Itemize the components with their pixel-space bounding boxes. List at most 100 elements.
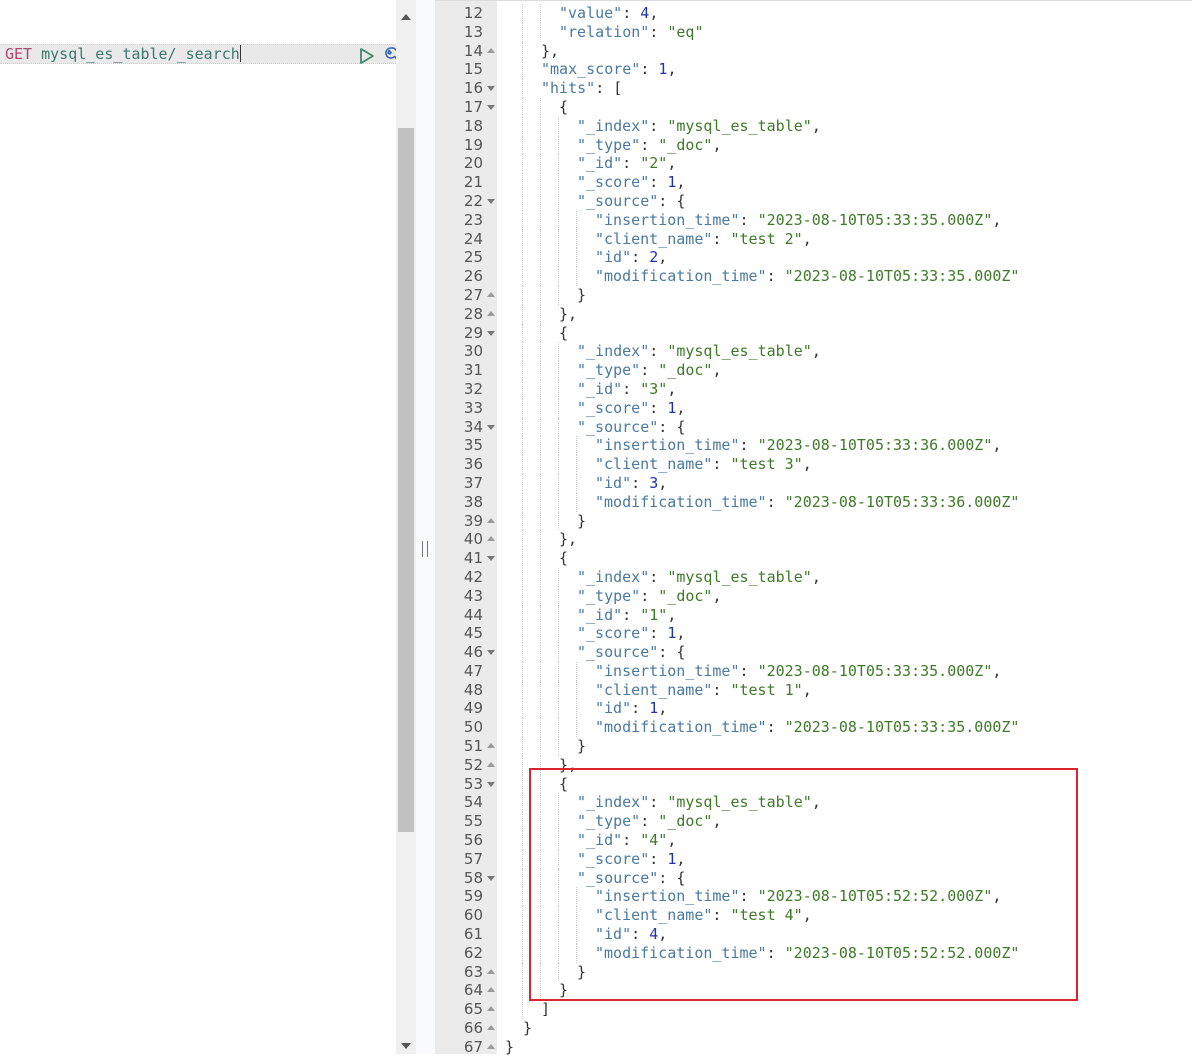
fold-expand-icon[interactable] bbox=[487, 310, 495, 316]
line-number: 67 bbox=[463, 1037, 483, 1056]
fold-collapse-icon[interactable] bbox=[487, 875, 495, 881]
json-punct: , bbox=[667, 379, 677, 398]
code-text: "_index": "mysql_es_table", bbox=[577, 568, 821, 587]
json-key: "client_name" bbox=[595, 680, 713, 699]
json-key: "_source" bbox=[577, 868, 659, 887]
code-text: } bbox=[559, 981, 568, 1000]
indent-guide bbox=[522, 605, 523, 625]
json-punct: : bbox=[739, 661, 758, 680]
indent-guide bbox=[558, 605, 559, 625]
indent-guide bbox=[522, 417, 523, 437]
scroll-up-arrow-icon[interactable] bbox=[401, 14, 411, 20]
scroll-down-arrow-icon[interactable] bbox=[401, 1043, 411, 1049]
json-string: "_doc" bbox=[658, 361, 713, 380]
line-number: 12 bbox=[463, 4, 483, 22]
indent-guide bbox=[540, 605, 541, 625]
json-key: "max_score" bbox=[541, 60, 641, 79]
code-text: "_type": "_doc", bbox=[577, 812, 722, 831]
response-viewer[interactable]: 12"value": 4,13"relation": "eq"14},15"ma… bbox=[435, 0, 1192, 1057]
json-punct: : bbox=[766, 267, 785, 286]
json-punct: : bbox=[649, 398, 668, 417]
json-punct: : bbox=[649, 22, 668, 41]
json-punct: , bbox=[667, 60, 677, 79]
fold-expand-icon[interactable] bbox=[487, 968, 495, 974]
indent-guide bbox=[522, 812, 523, 832]
fold-collapse-icon[interactable] bbox=[487, 556, 495, 562]
fold-collapse-icon[interactable] bbox=[487, 330, 495, 336]
indent-guide bbox=[540, 793, 541, 813]
indent-guide bbox=[558, 887, 559, 907]
code-text: "_id": "2", bbox=[577, 154, 676, 173]
fold-collapse-icon[interactable] bbox=[487, 424, 495, 430]
fold-expand-icon[interactable] bbox=[487, 47, 495, 53]
code-text: { bbox=[559, 775, 568, 794]
line-number: 42 bbox=[463, 567, 483, 586]
fold-expand-icon[interactable] bbox=[487, 517, 495, 523]
json-punct: }, bbox=[541, 41, 560, 60]
code-text: "insertion_time": "2023-08-10T05:33:35.0… bbox=[595, 211, 1001, 230]
scrollbar-thumb[interactable] bbox=[398, 128, 414, 832]
indent-guide bbox=[558, 868, 559, 888]
indent-guide bbox=[540, 417, 541, 437]
line-number: 25 bbox=[463, 248, 483, 267]
fold-collapse-icon[interactable] bbox=[487, 104, 495, 110]
fold-expand-icon[interactable] bbox=[487, 743, 495, 749]
play-icon[interactable] bbox=[359, 47, 375, 65]
json-string: "2023-08-10T05:33:36.000Z" bbox=[784, 492, 1020, 511]
indent-guide bbox=[522, 624, 523, 644]
fold-expand-icon[interactable] bbox=[487, 761, 495, 767]
indent-guide bbox=[558, 173, 559, 192]
indent-guide bbox=[558, 586, 559, 606]
indent-guide bbox=[540, 699, 541, 719]
indent-guide bbox=[558, 849, 559, 869]
indent-guide bbox=[540, 774, 541, 794]
indent-guide bbox=[558, 943, 559, 963]
indent-guide bbox=[576, 943, 577, 963]
json-number: 3 bbox=[649, 473, 659, 492]
json-punct: : bbox=[622, 4, 641, 22]
json-punct: { bbox=[559, 549, 569, 568]
indent-guide bbox=[522, 97, 523, 117]
indent-guide bbox=[558, 361, 559, 380]
line-number: 66 bbox=[463, 1019, 483, 1038]
fold-collapse-icon[interactable] bbox=[487, 198, 495, 204]
fold-expand-icon[interactable] bbox=[487, 987, 495, 993]
code-text: "id": 1, bbox=[595, 699, 667, 718]
json-punct: : bbox=[739, 210, 758, 229]
resize-grip-icon[interactable] bbox=[422, 541, 428, 557]
code-text: "_index": "mysql_es_table", bbox=[577, 117, 821, 136]
pane-resizer[interactable] bbox=[416, 0, 435, 1054]
indent-guide bbox=[540, 925, 541, 944]
fold-expand-icon[interactable] bbox=[487, 536, 495, 542]
fold-expand-icon[interactable] bbox=[487, 1025, 495, 1031]
line-number: 59 bbox=[463, 887, 483, 906]
request-line[interactable]: GET mysql_es_table/_search bbox=[5, 45, 241, 64]
code-text: "client_name": "test 1", bbox=[595, 681, 812, 700]
json-punct: , bbox=[802, 680, 812, 699]
json-string: "mysql_es_table" bbox=[667, 342, 812, 361]
indent-guide bbox=[540, 398, 541, 418]
json-punct: } bbox=[523, 1019, 533, 1038]
json-key: "_source" bbox=[577, 417, 659, 436]
indent-guide bbox=[540, 455, 541, 474]
indent-guide bbox=[540, 812, 541, 832]
fold-collapse-icon[interactable] bbox=[487, 781, 495, 787]
json-punct: : bbox=[766, 718, 785, 737]
json-punct: } bbox=[505, 1037, 515, 1056]
fold-collapse-icon[interactable] bbox=[487, 86, 495, 92]
code-text: } bbox=[505, 1038, 514, 1057]
indent-guide bbox=[522, 135, 523, 155]
line-number: 21 bbox=[463, 173, 483, 192]
request-editor[interactable]: GET mysql_es_table/_search bbox=[0, 0, 405, 1054]
indent-guide bbox=[522, 643, 523, 662]
fold-collapse-icon[interactable] bbox=[487, 650, 495, 656]
fold-expand-icon[interactable] bbox=[487, 1043, 495, 1049]
indent-guide bbox=[576, 492, 577, 512]
request-scrollbar[interactable] bbox=[396, 0, 416, 1054]
indent-guide bbox=[522, 229, 523, 249]
json-punct: , bbox=[658, 473, 668, 492]
json-punct: , bbox=[811, 342, 821, 361]
json-number: 1 bbox=[649, 699, 659, 718]
fold-expand-icon[interactable] bbox=[487, 1006, 495, 1012]
fold-expand-icon[interactable] bbox=[487, 291, 495, 297]
